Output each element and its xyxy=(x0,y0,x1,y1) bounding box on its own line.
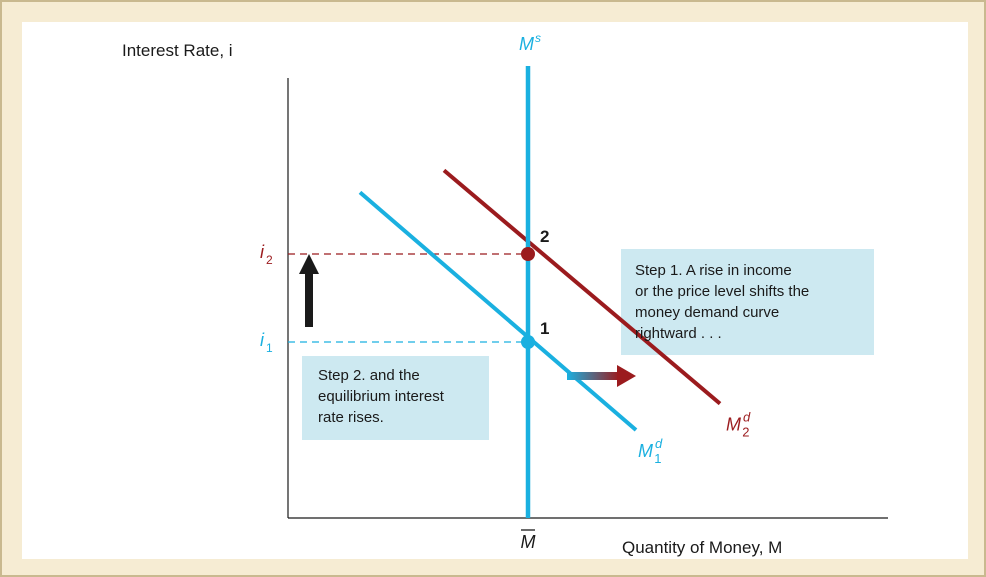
money-supply-label-main: M xyxy=(519,34,534,54)
money-demand-2-label-sup: d xyxy=(743,410,751,425)
step2-text: Step 2. and the equilibrium interest rat… xyxy=(318,367,448,426)
step2-line-3: rate rises. xyxy=(318,409,384,426)
money-demand-1-label-sup: d xyxy=(655,436,663,451)
equilibrium-label-1: 1 xyxy=(540,319,549,338)
step1-line-3: money demand curve xyxy=(635,304,779,321)
x-axis-title: Quantity of Money, M xyxy=(622,538,782,557)
money-demand-1-label-main: M xyxy=(638,441,653,461)
shift-arrow-icon xyxy=(567,365,636,387)
rate-label-i2-main: i xyxy=(260,242,265,262)
step1-line-4: rightward . . . xyxy=(635,325,722,342)
equilibrium-point-2 xyxy=(521,247,535,261)
equilibrium-point-1 xyxy=(521,335,535,349)
money-supply-label: Ms xyxy=(519,31,541,54)
money-demand-1-label-sub: 1 xyxy=(654,451,661,466)
step2-line-2: equilibrium interest xyxy=(318,388,445,405)
step1-line-1: Step 1. A rise in income xyxy=(635,262,792,279)
money-supply-label-sup: s xyxy=(535,31,541,45)
rate-label-i1-sub: 1 xyxy=(266,341,273,355)
step2-box xyxy=(302,356,489,440)
rate-label-i2-sub: 2 xyxy=(266,253,273,267)
money-demand-2-label-main: M xyxy=(726,415,741,435)
rate-label-i1-main: i xyxy=(260,330,265,350)
step1-text: Step 1. A rise in income or the price le… xyxy=(635,262,813,342)
step1-line-2: or the price level shifts the xyxy=(635,283,809,300)
money-demand-1-line xyxy=(358,190,638,432)
up-arrow-icon xyxy=(299,254,319,327)
y-axis-title: Interest Rate, i xyxy=(122,41,233,60)
money-fixed-label: M xyxy=(521,532,536,552)
equilibrium-label-2: 2 xyxy=(540,227,549,246)
money-demand-2-label-sub: 2 xyxy=(742,425,749,440)
money-demand-2-line xyxy=(442,168,722,406)
step2-line-1: Step 2. and the xyxy=(318,367,420,384)
step1-box xyxy=(621,249,874,355)
